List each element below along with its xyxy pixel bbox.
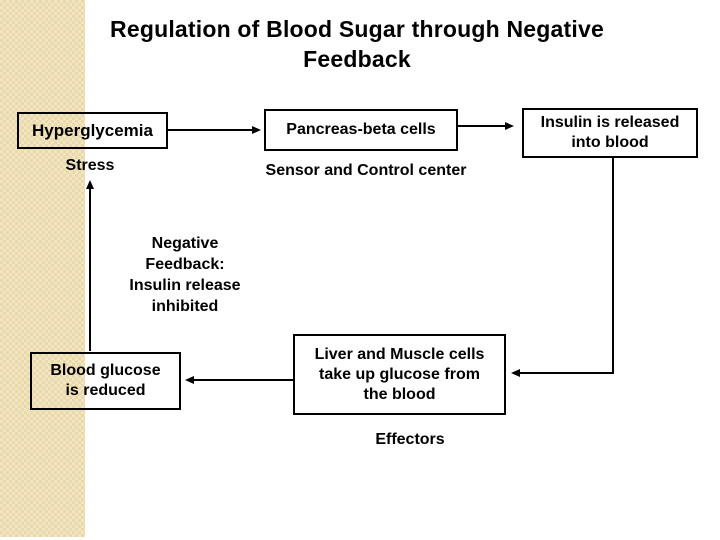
label-negative-feedback-line4: inhibited xyxy=(151,298,219,315)
node-insulin-released: Insulin is released into blood xyxy=(522,108,698,158)
node-pancreas-beta-cells: Pancreas-beta cells xyxy=(264,109,458,151)
arrow-insulin-to-liver xyxy=(511,158,614,377)
left-decorative-stripe xyxy=(0,0,85,537)
label-negative-feedback-line1: Negative xyxy=(151,235,219,252)
node-blood-glucose-reduced: Blood glucose is reduced xyxy=(30,352,181,410)
node-hyperglycemia: Hyperglycemia xyxy=(17,112,168,149)
slide-title-line2: Feedback xyxy=(303,46,411,72)
node-hyperglycemia-label: Hyperglycemia xyxy=(32,121,153,140)
node-liver-muscle-cells-line1: Liver and Muscle cells xyxy=(314,345,485,363)
label-stress: Stress xyxy=(65,157,115,174)
label-effectors: Effectors xyxy=(375,431,445,448)
node-blood-glucose-reduced-line1: Blood glucose xyxy=(50,362,161,379)
slide-title-line1: Regulation of Blood Sugar through Negati… xyxy=(110,16,604,42)
node-liver-muscle-cells-line2: take up glucose from xyxy=(319,365,480,383)
slide-title: Regulation of Blood Sugar through Negati… xyxy=(77,14,637,74)
node-pancreas-beta-cells-label: Pancreas-beta cells xyxy=(286,121,436,138)
node-insulin-released-line2: into blood xyxy=(571,134,649,151)
label-sensor-and-control-center: Sensor and Control center xyxy=(265,162,467,179)
node-insulin-released-line1: Insulin is released xyxy=(540,114,680,131)
label-negative-feedback: Negative Feedback: Insulin release inhib… xyxy=(110,233,260,317)
node-blood-glucose-reduced-line2: is reduced xyxy=(65,382,146,399)
label-negative-feedback-line3: Insulin release xyxy=(129,277,241,294)
node-liver-muscle-cells: Liver and Muscle cells take up glucose f… xyxy=(293,334,506,415)
label-negative-feedback-line2: Feedback: xyxy=(145,256,225,273)
node-liver-muscle-cells-line3: the blood xyxy=(363,385,436,403)
